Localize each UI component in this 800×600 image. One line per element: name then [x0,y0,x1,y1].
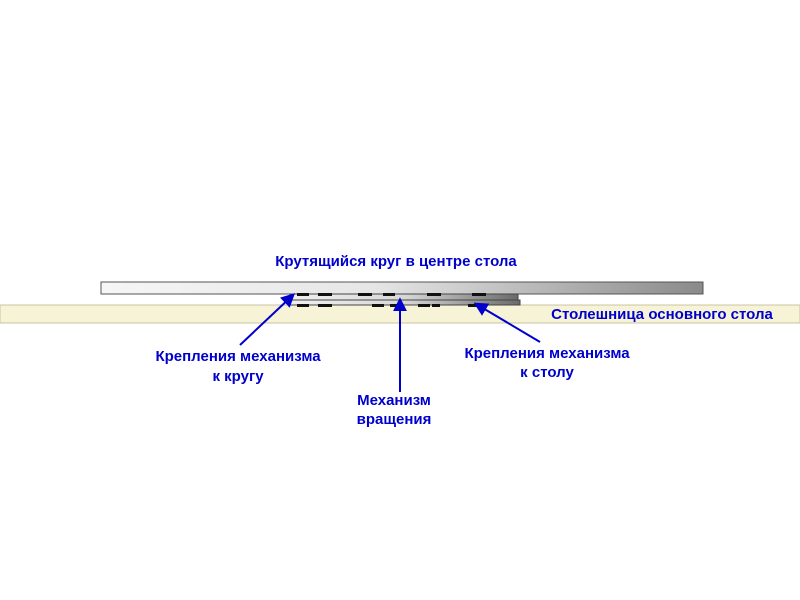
arrow-mount-to-table [473,302,541,343]
bolt [358,293,372,296]
bolt [372,304,384,307]
label-mount-to-disk-line1: Крепления механизма [155,348,321,365]
bolt [297,293,309,296]
arrow-mount-to-disk [239,293,296,346]
bolt [318,304,332,307]
label-rotating-disk: Крутящийся круг в центре стола [275,253,517,270]
label-tabletop: Столешница основного стола [551,306,773,323]
bolt [318,293,332,296]
bolt [418,304,430,307]
bolt [432,304,440,307]
label-mount-to-table-line1: Крепления механизма [464,345,630,362]
rotating-disk [100,281,704,295]
label-mechanism-line1: Механизм [357,392,431,409]
disk-mount-bolts [297,293,486,296]
label-mechanism-line2: вращения [357,411,432,428]
bolt [472,293,486,296]
bolt [297,304,309,307]
label-mount-to-disk-line2: к кругу [212,368,264,385]
bolt [427,293,441,296]
label-mount-to-table-line2: к столу [520,364,574,381]
bolt [383,293,395,296]
